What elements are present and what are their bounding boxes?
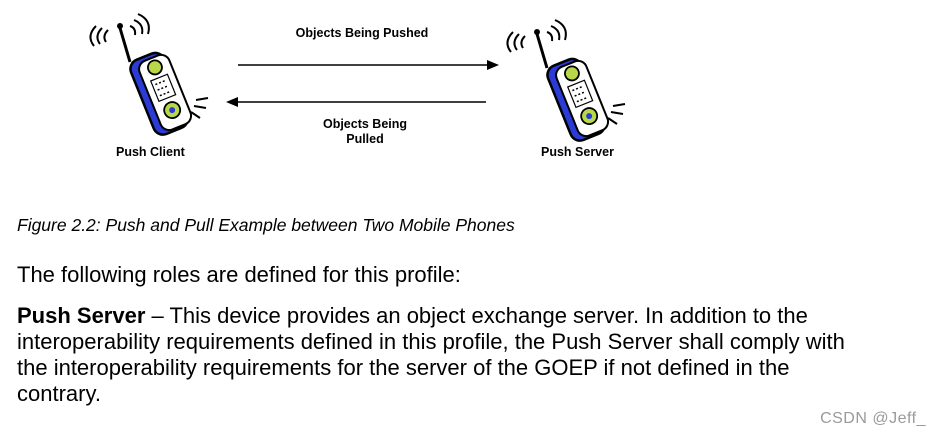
definition-line-1: Push Server – This device provides an ob… xyxy=(17,303,927,329)
mobile-phone-icon xyxy=(89,13,209,136)
definition-term: Push Server xyxy=(17,303,146,328)
pull-arrow xyxy=(226,97,486,107)
objects-pulled-label-line2: Pulled xyxy=(346,132,384,146)
intro-paragraph: The following roles are defined for this… xyxy=(17,262,461,287)
definition-text-1: This device provides an object exchange … xyxy=(169,303,808,328)
definition-line-3: the interoperability requirements for th… xyxy=(17,355,790,380)
push-server-label: Push Server xyxy=(541,145,614,159)
objects-pushed-label: Objects Being Pushed xyxy=(295,26,429,40)
definition-line-2: interoperability requirements defined in… xyxy=(17,329,845,354)
definition-dash: – xyxy=(145,303,170,328)
mobile-phone-icon xyxy=(506,19,626,142)
figure-caption: Figure 2.2: Push and Pull Example betwee… xyxy=(17,215,515,235)
watermark: CSDN @Jeff_ xyxy=(820,410,926,427)
push-server-definition: Push Server – This device provides an ob… xyxy=(17,303,927,407)
objects-pulled-label-line1: Objects Being xyxy=(322,117,408,131)
push-client-label: Push Client xyxy=(116,145,185,159)
arrows-layer xyxy=(226,60,499,107)
push-pull-diagram: Objects Being Pushed Objects Being Pulle… xyxy=(0,0,940,185)
objects-pulled-label: Objects Being Pulled xyxy=(290,117,440,147)
push-arrow xyxy=(238,60,499,70)
definition-line-4: contrary. xyxy=(17,381,101,406)
